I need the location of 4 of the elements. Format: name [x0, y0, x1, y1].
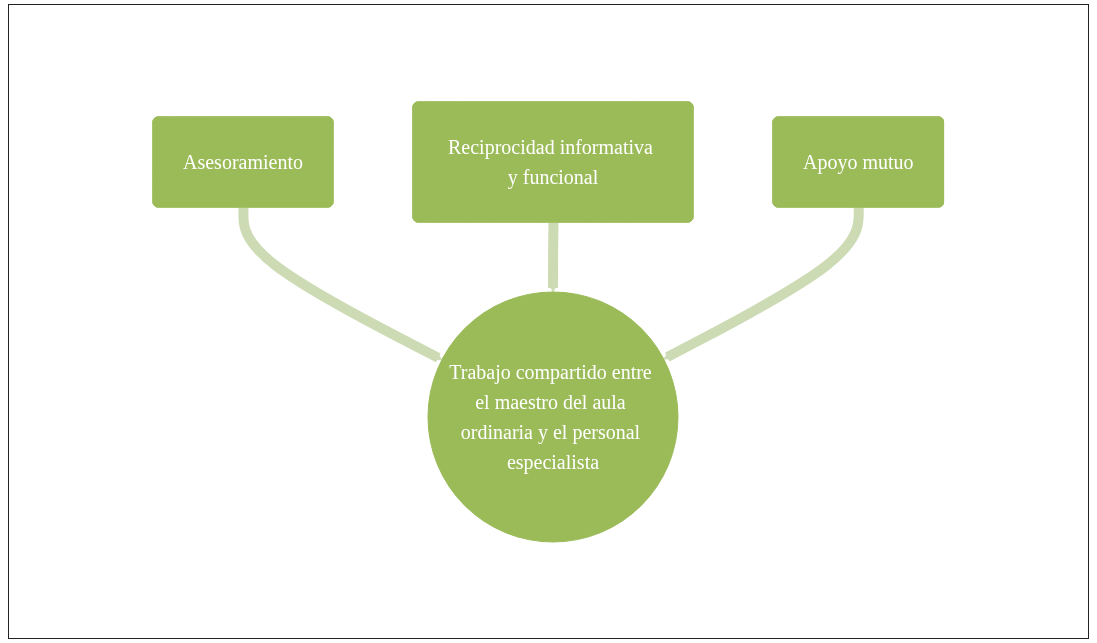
arrow [548, 221, 559, 292]
arrow [663, 206, 864, 362]
arrow [238, 206, 443, 362]
node-circle: Trabajo compartido entre el maestro del aula ordinaria y el personal especialista [427, 291, 679, 542]
